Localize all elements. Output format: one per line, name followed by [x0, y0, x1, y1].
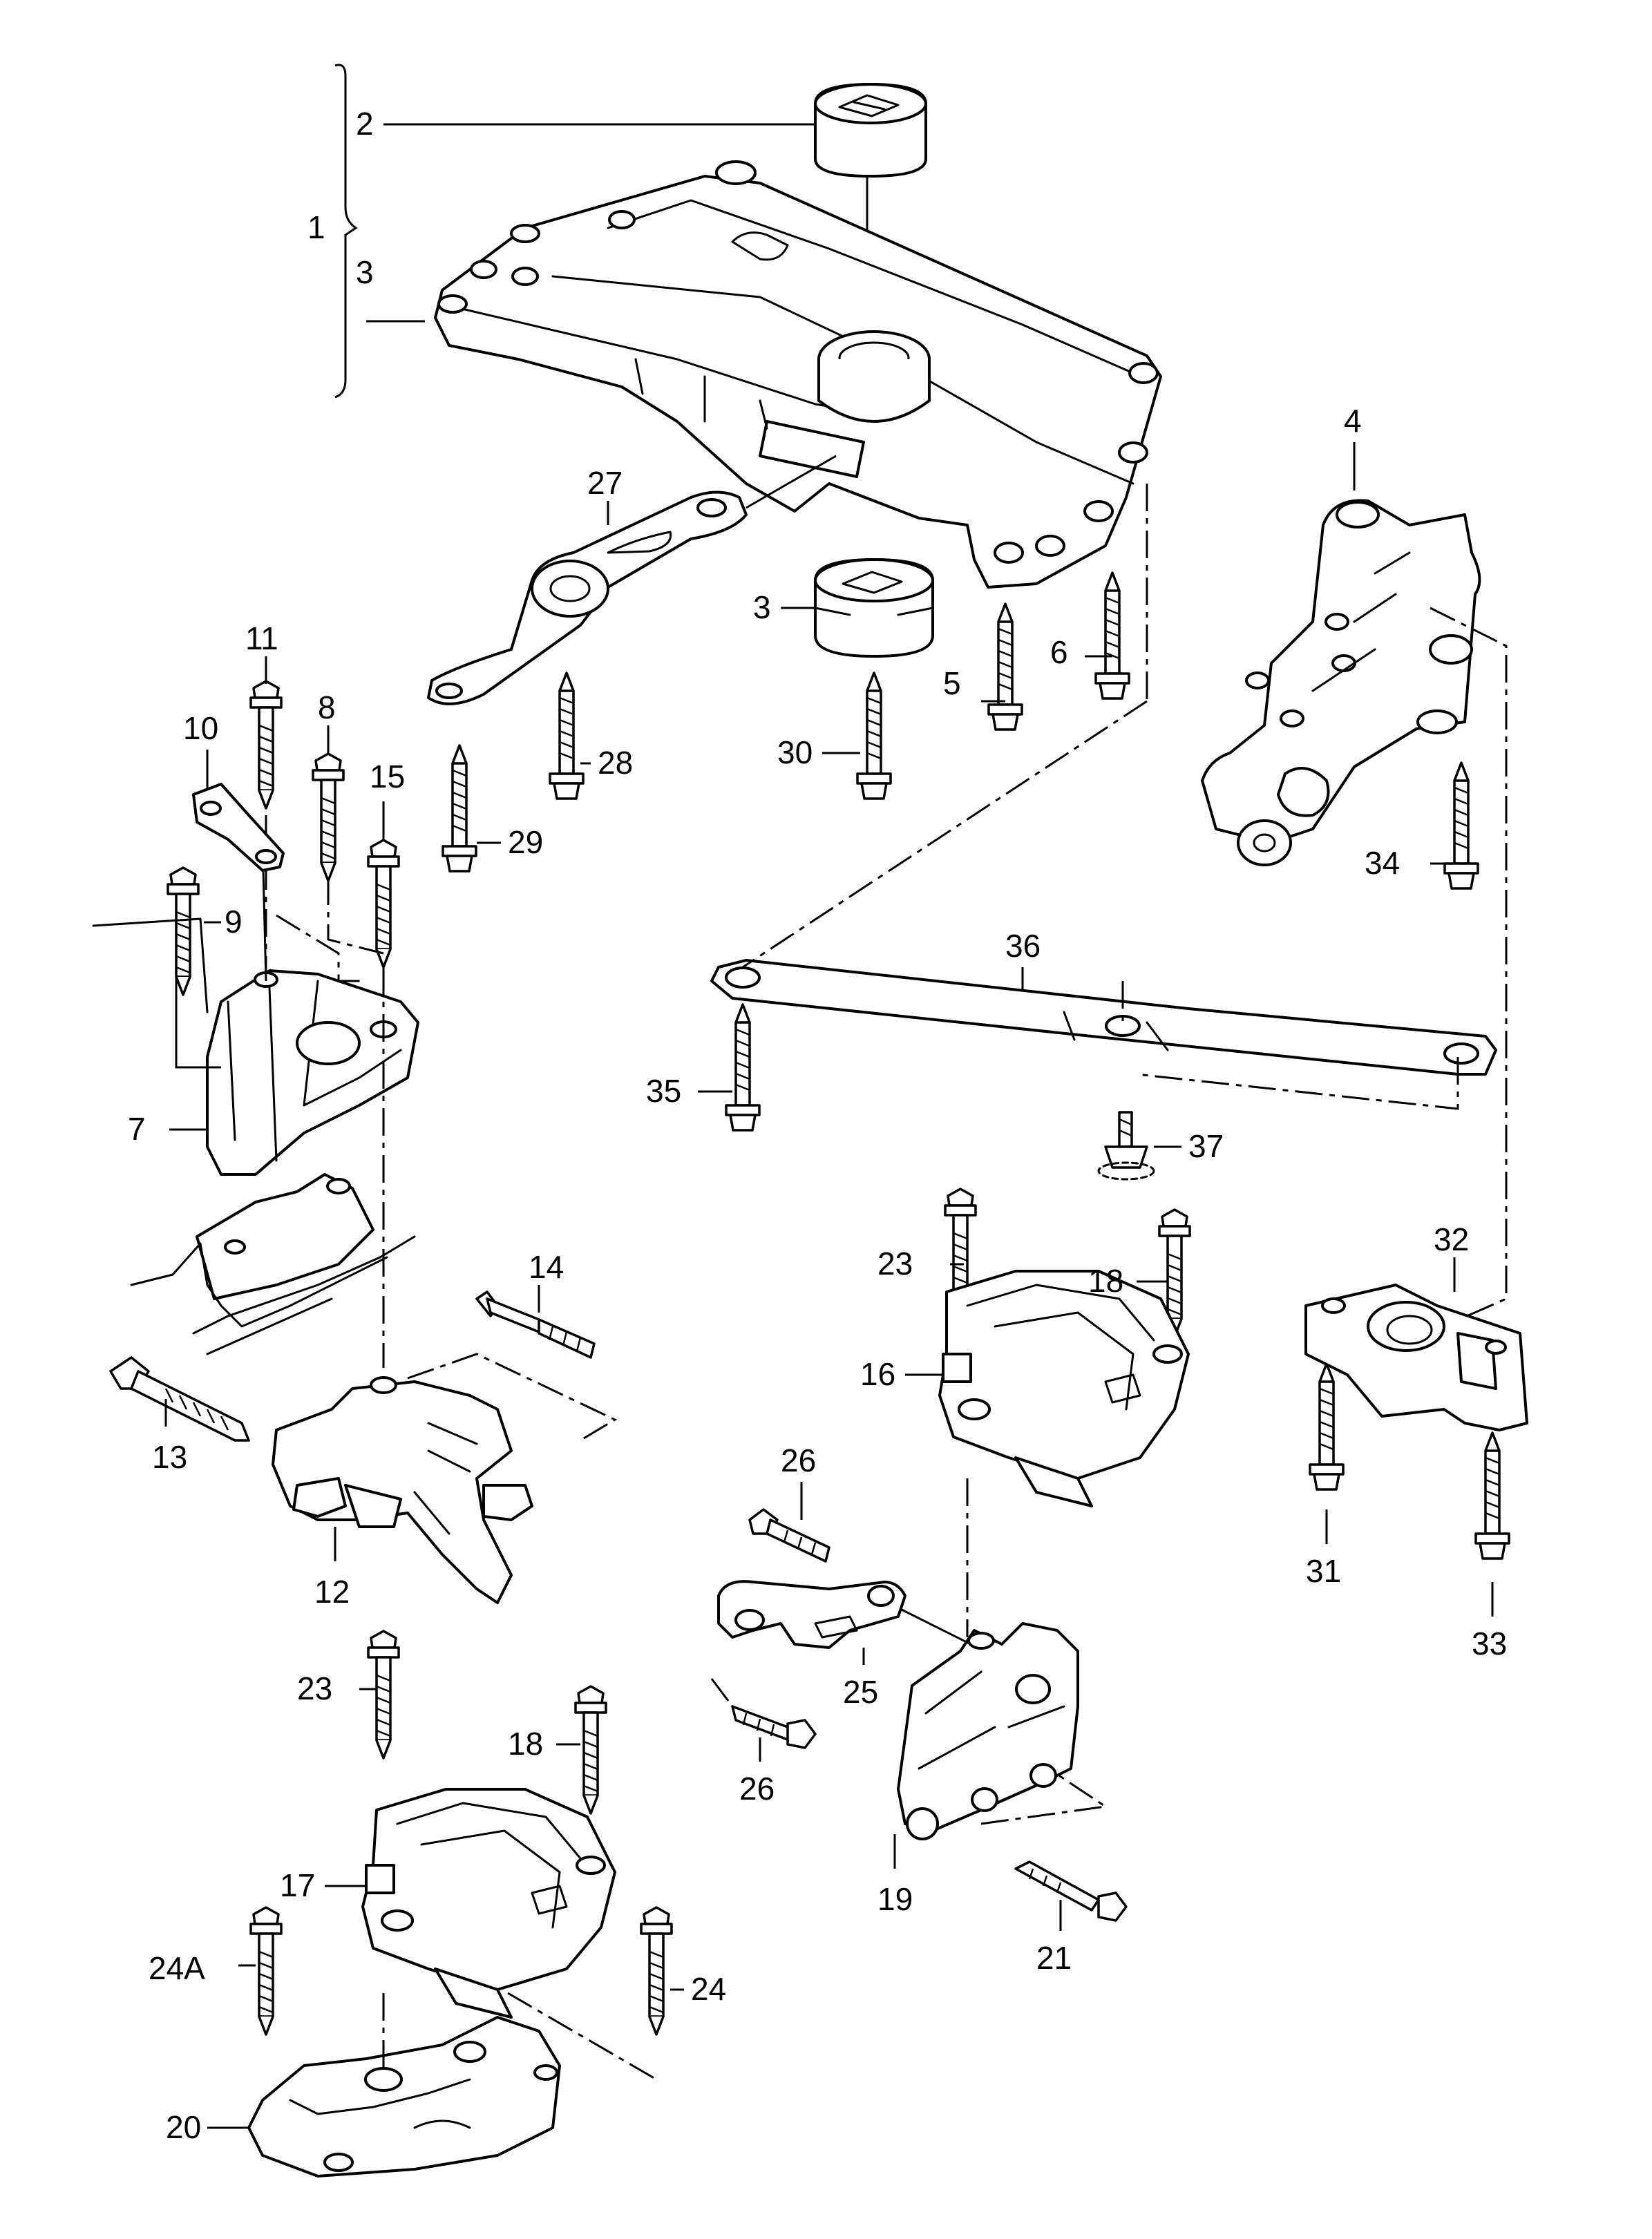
callout-9: 9 [225, 904, 243, 940]
screw-37[interactable] [1097, 1111, 1155, 1181]
bolt-13[interactable] [109, 1356, 250, 1442]
dash-line-5 [1136, 1057, 1459, 1110]
callout-17: 17 [280, 1867, 315, 1903]
callout-24A: 24A [149, 1950, 205, 1986]
callout-3-top: 3 [356, 254, 374, 290]
stud-9[interactable] [167, 866, 200, 996]
bolt-26a[interactable] [748, 1482, 830, 1563]
callout-15: 15 [370, 759, 405, 794]
bracket-10[interactable] [192, 783, 285, 872]
callout-25: 25 [843, 1674, 878, 1710]
dash-line-1 [742, 700, 1148, 969]
gearbox-bracket-4[interactable] [1201, 442, 1481, 866]
bolt-30[interactable] [856, 671, 892, 800]
callout-3-bottom: 3 [753, 589, 771, 625]
callout-37: 37 [1188, 1128, 1224, 1164]
dash-line-3 [1333, 607, 1508, 1376]
engine-mount-12[interactable] [272, 1376, 533, 1604]
stud-14[interactable] [475, 1285, 596, 1359]
callout-7: 7 [128, 1111, 146, 1147]
callout-21: 21 [1036, 1940, 1072, 1976]
bolt-28[interactable] [549, 671, 585, 800]
dash-line-15 [710, 1678, 734, 1707]
bolt-5[interactable] [987, 602, 1023, 731]
leader-25-to-19 [901, 1608, 971, 1646]
callout-34: 34 [1365, 845, 1400, 881]
leader-lines [175, 655, 1494, 1991]
callout-2: 2 [356, 106, 374, 142]
callout-36: 36 [1005, 928, 1041, 964]
rubber-mount-bottom[interactable] [814, 558, 934, 658]
callout-19: 19 [877, 1881, 913, 1917]
callout-29: 29 [508, 824, 543, 860]
dash-line-12 [507, 1992, 657, 2081]
callout-8: 8 [318, 689, 336, 725]
bolt-34[interactable] [1443, 761, 1479, 890]
dash-line-14 [980, 1771, 1109, 1825]
bolt-23b[interactable] [367, 1630, 400, 1760]
callout-31: 31 [1306, 1553, 1341, 1589]
callout-6: 6 [1050, 634, 1068, 670]
callout-20: 20 [166, 2109, 201, 2145]
engine-block-outline [130, 1173, 416, 1355]
bracket-20[interactable] [247, 2016, 561, 2178]
callout-35: 35 [646, 1073, 681, 1109]
gearbox-mount-17[interactable] [361, 1788, 616, 2019]
bolt-24[interactable] [640, 1906, 673, 2036]
bolt-18b[interactable] [574, 1685, 607, 1815]
callout-labels: 1 2 3 3 4 5 6 7 8 9 10 11 12 13 14 15 16… [128, 106, 1507, 2145]
callout-33: 33 [1472, 1626, 1507, 1661]
callout-26-top: 26 [781, 1442, 816, 1478]
callout-10: 10 [183, 710, 218, 746]
bolt-6[interactable] [1094, 571, 1130, 700]
callout-23-top: 23 [877, 1246, 913, 1282]
callout-32: 32 [1434, 1221, 1469, 1257]
callout-14: 14 [529, 1249, 564, 1285]
bolt-11[interactable] [249, 680, 283, 810]
callout-12: 12 [314, 1574, 350, 1610]
callout-1: 1 [307, 209, 325, 245]
bolt-8[interactable] [312, 752, 345, 882]
subframe-group [334, 64, 1162, 658]
bracket-25[interactable] [717, 1580, 906, 1665]
callout-24: 24 [691, 1971, 726, 2007]
callout-28: 28 [598, 745, 633, 781]
bolt-31[interactable] [1309, 1362, 1345, 1491]
cross-brace-36[interactable] [710, 959, 1497, 1076]
callout-27: 27 [587, 465, 623, 501]
bolt-21[interactable] [1014, 1860, 1128, 1931]
dash-line-6 [276, 914, 366, 982]
bolt-35[interactable] [725, 1003, 761, 1132]
gearbox-mount-16[interactable] [938, 1270, 1190, 1507]
bolt-33[interactable] [1474, 1431, 1510, 1560]
subframe[interactable] [434, 160, 1162, 589]
bolt-15[interactable] [367, 839, 400, 969]
callout-4: 4 [1344, 403, 1362, 439]
rubber-mount-top[interactable] [814, 83, 927, 178]
pendulum-mount-32[interactable] [1304, 1257, 1528, 1431]
callout-30: 30 [777, 734, 813, 770]
callout-5: 5 [943, 665, 961, 701]
torque-support-27[interactable] [427, 455, 837, 705]
callout-26-bottom: 26 [739, 1771, 775, 1807]
dash-line-10 [407, 1353, 618, 1442]
bolt-24A[interactable] [249, 1906, 283, 2036]
callout-13: 13 [152, 1439, 187, 1475]
dash-line-8 [327, 877, 384, 955]
bolt-29[interactable] [442, 744, 477, 873]
callout-11: 11 [245, 620, 278, 656]
bracket-19[interactable] [897, 1622, 1079, 1840]
callout-18-top: 18 [1088, 1263, 1123, 1299]
bolt-26b[interactable] [731, 1705, 817, 1762]
callout-16: 16 [860, 1356, 895, 1392]
callout-18-bottom: 18 [508, 1726, 543, 1762]
callout-23-bottom: 23 [297, 1670, 332, 1706]
